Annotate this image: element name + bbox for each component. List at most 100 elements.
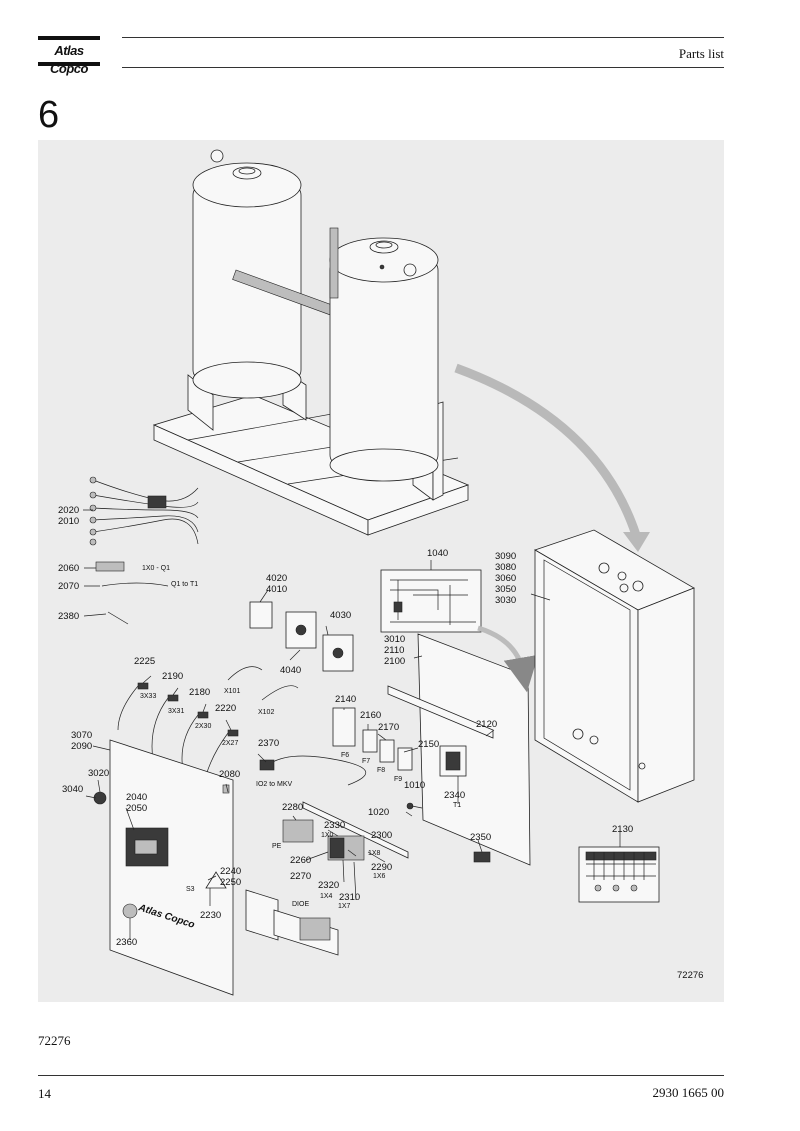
callout-3080: 3080 — [495, 562, 516, 573]
label-1x6: 1X6 — [373, 873, 386, 880]
assembly-arrowhead-large — [623, 532, 650, 552]
callout-3060: 3060 — [495, 573, 516, 584]
callout-3050: 3050 — [495, 584, 516, 595]
header-rule-bottom — [122, 67, 724, 68]
logo-bar-bottom — [38, 62, 100, 66]
callout-3010: 3010 — [384, 634, 405, 645]
callout-3090: 3090 — [495, 551, 516, 562]
label-t1: T1 — [453, 802, 461, 809]
section-number: 6 — [38, 94, 60, 136]
callout-4010: 4010 — [266, 584, 287, 595]
callout-2350: 2350 — [470, 832, 491, 843]
logo-bar-top — [38, 36, 100, 40]
dioe-module — [245, 889, 339, 956]
callout-2340: 2340 — [444, 790, 465, 801]
large-air-receiver — [192, 149, 350, 399]
callout-2330: 2330 — [324, 820, 345, 831]
callout-3040: 3040 — [62, 784, 83, 795]
figure-image-number: 72276 — [677, 970, 703, 981]
small-air-receiver — [329, 227, 439, 482]
label-s3: S3 — [186, 886, 195, 893]
label-f8: F8 — [377, 767, 385, 774]
callout-2020: 2020 — [58, 505, 79, 516]
io-cable-plug — [259, 759, 275, 771]
callout-4030: 4030 — [330, 610, 351, 621]
callout-2040: 2040 — [126, 792, 147, 803]
callout-2260: 2260 — [290, 855, 311, 866]
label-1x0-q1: 1X0 - Q1 — [142, 565, 170, 572]
exploded-view-drawing: 2020 2010 2060 2070 2380 2225 2190 2180 … — [58, 149, 703, 996]
callout-2090: 2090 — [71, 741, 92, 752]
page-title: Parts list — [678, 46, 724, 61]
cable-harness — [89, 476, 199, 546]
label-f6: F6 — [341, 752, 349, 759]
label-1x7: 1X7 — [338, 903, 351, 910]
callout-2060: 2060 — [58, 563, 79, 574]
callout-2140: 2140 — [335, 694, 356, 705]
callout-1010: 1010 — [404, 780, 425, 791]
callout-2160: 2160 — [360, 710, 381, 721]
callout-1020: 1020 — [368, 807, 389, 818]
sensor-cables — [227, 666, 299, 701]
circuit-breakers — [332, 707, 413, 771]
label-sheet — [578, 846, 660, 903]
callout-2070: 2070 — [58, 581, 79, 592]
callout-4040: 4040 — [280, 665, 301, 676]
callout-3020: 3020 — [88, 768, 109, 779]
footer-rule — [38, 1075, 724, 1076]
callout-2010: 2010 — [58, 516, 79, 527]
label-2x27: 2X27 — [222, 740, 238, 747]
header-rule-top — [122, 37, 724, 38]
label-3x33: 3X33 — [140, 693, 156, 700]
cable-q1-t1 — [101, 582, 169, 587]
terminal-rail — [282, 801, 409, 861]
callout-2150: 2150 — [418, 739, 439, 750]
cable-1x0-q1 — [95, 561, 125, 572]
callout-2100: 2100 — [384, 656, 405, 667]
electrical-enclosure — [534, 529, 695, 803]
callout-2220: 2220 — [215, 703, 236, 714]
callout-1040: 1040 — [427, 548, 448, 559]
callout-2250: 2250 — [220, 877, 241, 888]
figure-caption: 72276 — [38, 1033, 71, 1048]
callout-2320: 2320 — [318, 880, 339, 891]
callout-3030: 3030 — [495, 595, 516, 606]
callout-2080: 2080 — [219, 769, 240, 780]
contactors — [249, 601, 354, 672]
callout-2370: 2370 — [258, 738, 279, 749]
control-door-panel — [93, 739, 234, 996]
callout-2190: 2190 — [162, 671, 183, 682]
label-x102: X102 — [258, 709, 274, 716]
callout-2360: 2360 — [116, 937, 137, 948]
label-f9: F9 — [394, 776, 402, 783]
callout-2240: 2240 — [220, 866, 241, 877]
label-1x0: 1X0 — [321, 832, 334, 839]
callout-2230: 2230 — [200, 910, 221, 921]
page-number: 14 — [38, 1086, 51, 1101]
label-pe: PE — [272, 843, 282, 850]
label-2x30: 2X30 — [195, 723, 211, 730]
label-io2-to-mkv: IO2 to MKV — [256, 781, 293, 788]
io-cable — [267, 755, 367, 786]
callout-2380: 2380 — [58, 611, 79, 622]
cable-2380 — [107, 611, 129, 625]
callout-4020: 4020 — [266, 573, 287, 584]
label-x101: X101 — [224, 688, 240, 695]
label-1x8: 1X8 — [368, 850, 381, 857]
callout-3070: 3070 — [71, 730, 92, 741]
callout-2225: 2225 — [134, 656, 155, 667]
label-f7: F7 — [362, 758, 370, 765]
mounting-plate — [387, 633, 531, 866]
callout-2050: 2050 — [126, 803, 147, 814]
circuit-diagram-sheet — [380, 569, 482, 633]
callout-2280: 2280 — [282, 802, 303, 813]
assembly-arrow-large — [454, 363, 641, 537]
assembly-arrow-small — [477, 625, 539, 693]
document-number: 2930 1665 00 — [652, 1085, 725, 1100]
callout-2290: 2290 — [371, 862, 392, 873]
callout-2270: 2270 — [290, 871, 311, 882]
logo-wordmark: Atlas Copco — [50, 43, 88, 76]
callout-2110: 2110 — [384, 645, 404, 656]
callout-2310: 2310 — [339, 892, 360, 903]
leader-lines — [83, 509, 621, 940]
